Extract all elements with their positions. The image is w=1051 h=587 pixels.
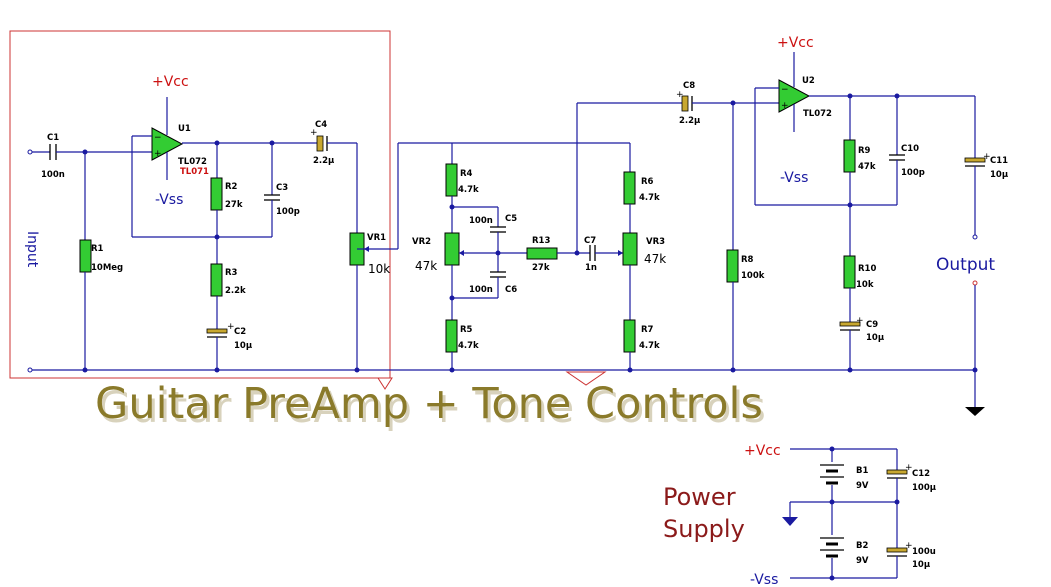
u1-alt: TL071 [180, 167, 209, 177]
svg-text:+: + [983, 152, 991, 162]
r7-value: 4.7k [639, 341, 660, 351]
c7-value: 1n [585, 263, 597, 273]
ground-symbol-icon [965, 407, 985, 416]
r9-value: 47k [858, 162, 876, 172]
c2-value: 10µ [234, 341, 252, 351]
svg-text:+: + [310, 128, 318, 138]
c12-value: 100µ [912, 483, 936, 493]
highlight-box [9, 30, 391, 379]
r5-ref: R5 [460, 325, 473, 335]
vr2-ref: VR2 [412, 237, 431, 247]
u1-vss: -Vss [155, 192, 183, 208]
c12-ref: C12 [912, 469, 930, 479]
svg-text:−: − [154, 133, 162, 143]
c13-value: 10µ [912, 560, 930, 570]
output-stage: − + [681, 52, 986, 373]
tone-stack [397, 102, 682, 373]
title-shadow: Guitar PreAmp + Tone Controls [98, 383, 766, 433]
svg-text:+: + [905, 541, 913, 551]
r9-ref: R9 [858, 146, 871, 156]
ps-vss: -Vss [750, 572, 778, 587]
svg-text:−: − [781, 85, 789, 95]
u1-value: TL072 [178, 157, 207, 167]
c11-value: 10µ [990, 170, 1008, 180]
vr3-ref: VR3 [646, 237, 665, 247]
c10-value: 100p [901, 168, 925, 178]
c4-value: 2.2µ [313, 156, 334, 166]
c8-value: 2.2µ [679, 116, 700, 126]
c6-value: 100n [469, 285, 493, 295]
u1-ref: U1 [178, 124, 191, 134]
r1-ref: R1 [91, 244, 104, 254]
input-stage: − + [27, 97, 398, 373]
svg-text:+: + [905, 463, 913, 473]
c11-ref: C11 [990, 156, 1008, 166]
c1-ref: C1 [47, 133, 59, 143]
u2-vss: -Vss [780, 170, 808, 186]
b2-value: 9V [856, 556, 869, 566]
svg-text:+: + [781, 101, 789, 111]
output-label: Output [936, 255, 995, 275]
svg-text:+: + [676, 90, 684, 100]
c8-ref: C8 [683, 81, 695, 91]
u2-value: TL072 [803, 109, 832, 119]
polarity-marks: + + + + + + + [227, 90, 991, 551]
r6-value: 4.7k [639, 193, 660, 203]
u1-vcc: +Vcc [152, 74, 189, 90]
c1-value: 100n [41, 170, 65, 180]
r4-value: 4.7k [458, 185, 479, 195]
power-supply-label-2: Supply [663, 515, 745, 543]
arrow-down-icon [377, 377, 393, 390]
ground-bus [27, 367, 985, 416]
u2-ref: U2 [802, 76, 815, 86]
r5-value: 4.7k [458, 341, 479, 351]
svg-text:+: + [856, 316, 864, 326]
input-label: Input [24, 231, 40, 268]
c13-ref: 100u [912, 547, 936, 557]
r2-ref: R2 [225, 182, 238, 192]
b1-value: 9V [856, 481, 869, 491]
b2-ref: B2 [856, 541, 868, 551]
r13-value: 27k [532, 263, 550, 273]
r8-value: 100k [741, 271, 765, 281]
r13-ref: R13 [532, 236, 550, 246]
svg-text:+: + [154, 149, 162, 159]
r7-ref: R7 [641, 325, 654, 335]
svg-text:+: + [227, 322, 235, 332]
ground-symbol-icon-2 [782, 517, 798, 526]
u2-vcc: +Vcc [777, 35, 814, 51]
c5-ref: C5 [505, 214, 517, 224]
c5-value: 100n [469, 216, 493, 226]
r6-ref: R6 [641, 177, 654, 187]
power-supply-label-1: Power [663, 483, 736, 511]
vr3-value: 47k [644, 252, 666, 266]
r2-value: 27k [225, 200, 243, 210]
c3-value: 100p [276, 207, 300, 217]
ps-vcc: +Vcc [744, 443, 781, 459]
c9-ref: C9 [866, 320, 878, 330]
title: Guitar PreAmp + Tone Controls [95, 379, 763, 429]
c6-ref: C6 [505, 285, 517, 295]
r10-value: 10k [856, 280, 874, 290]
c2-ref: C2 [234, 327, 246, 337]
vr1-value: 10k [368, 262, 390, 276]
c3-ref: C3 [276, 183, 288, 193]
power-supply [782, 446, 908, 581]
b1-ref: B1 [856, 466, 868, 476]
vr2-value: 47k [415, 259, 437, 273]
vr1-ref: VR1 [367, 233, 386, 243]
r8-ref: R8 [741, 255, 754, 265]
c4-ref: C4 [315, 120, 327, 130]
arrow-down-icon-2 [565, 371, 607, 386]
r3-value: 2.2k [225, 286, 246, 296]
c9-value: 10µ [866, 333, 884, 343]
r3-ref: R3 [225, 268, 238, 278]
c7-ref: C7 [584, 236, 596, 246]
r10-ref: R10 [858, 264, 876, 274]
r1-value: 10Meg [91, 263, 123, 273]
r4-ref: R4 [460, 169, 473, 179]
c10-ref: C10 [901, 144, 919, 154]
